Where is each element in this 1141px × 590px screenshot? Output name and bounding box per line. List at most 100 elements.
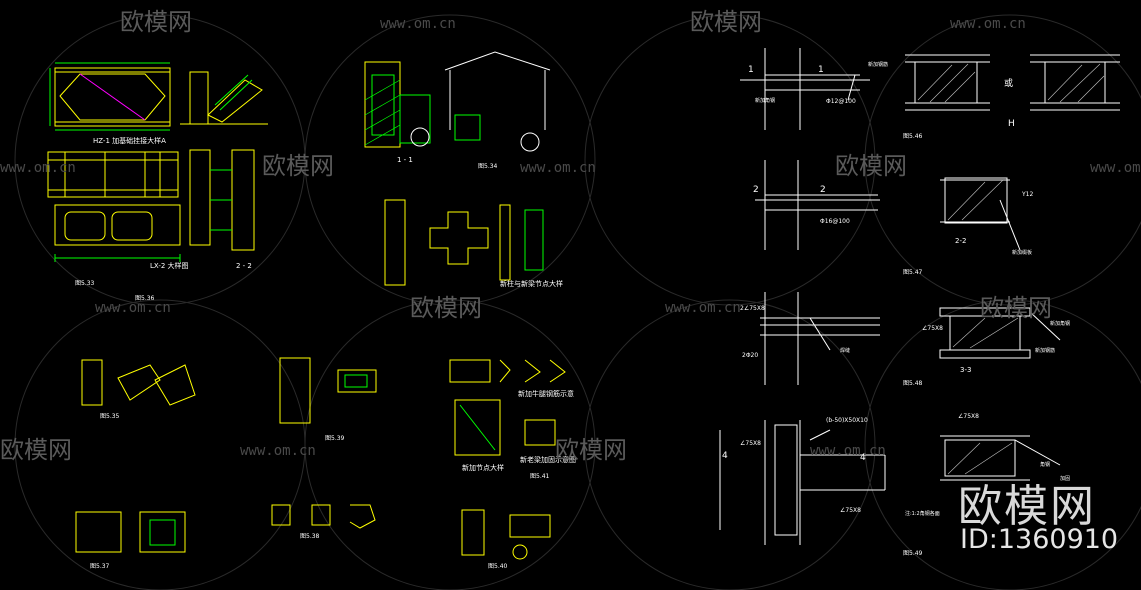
watermark-circles bbox=[14, 14, 1141, 590]
detail-549-sec bbox=[940, 435, 1061, 481]
watermark-brand: 欧模网 bbox=[410, 294, 482, 322]
watermark-url: www.om.cn bbox=[240, 443, 316, 459]
sec-mark-9: 4 bbox=[860, 453, 866, 463]
right-fig-1: 图5.47 bbox=[903, 269, 923, 276]
detail-fig541 bbox=[449, 359, 566, 456]
detail-fig537 bbox=[75, 511, 186, 553]
right-note-5: 焊缝 bbox=[840, 347, 850, 354]
right-note-8: 注:1:2角钢各面 bbox=[905, 510, 940, 517]
detail-547-elev bbox=[755, 160, 880, 250]
watermark-url: www.om.cn bbox=[0, 160, 76, 176]
detail-cross-joint bbox=[384, 199, 544, 286]
left-title-0: HZ-1 加基础挂接大样A bbox=[93, 136, 166, 145]
watermark-url: www.om.cn bbox=[665, 300, 741, 316]
detail-546-elev bbox=[740, 48, 870, 130]
detail-fig535 bbox=[81, 359, 196, 406]
detail-548-sec bbox=[939, 307, 1061, 359]
right-dim-2: Y12 bbox=[1021, 191, 1033, 198]
right-note-0: 新加钢筋 bbox=[868, 61, 888, 68]
detail-546-sec-b bbox=[1030, 54, 1120, 111]
sec-mark-4: 2-2 bbox=[955, 237, 966, 245]
left-title-4: 新柱与新梁节点大样 bbox=[500, 279, 563, 288]
right-note-2: 新加缀板 bbox=[1012, 249, 1032, 256]
detail-547-sec bbox=[940, 177, 1021, 251]
right-dim-4: ∠75X8 bbox=[922, 325, 943, 332]
left-sheet-labels: HZ-1 加基础挂接大样A LX-2 大样图 2 - 2 1 - 1 新柱与新梁… bbox=[75, 136, 576, 570]
detail-lx2-elev bbox=[47, 151, 181, 246]
left-title-5: 新加牛腿钢筋示意 bbox=[518, 389, 574, 398]
left-fig-7: 图5.40 bbox=[488, 563, 508, 570]
left-fig-4: 图5.37 bbox=[90, 563, 110, 570]
right-note-1: 新加角钢 bbox=[755, 97, 775, 104]
right-note-7: 加固 bbox=[1060, 475, 1070, 482]
watermark-url: www.om.cn bbox=[520, 160, 596, 176]
left-title-2: 2 - 2 bbox=[236, 262, 252, 270]
watermark-brand: 欧模网 bbox=[980, 294, 1052, 322]
right-dim-0: Φ12@100 bbox=[826, 98, 856, 105]
sec-mark-2: 2 bbox=[753, 185, 759, 195]
hatch-roof-column bbox=[364, 79, 401, 146]
left-fig-5: 图5.38 bbox=[300, 533, 320, 540]
right-note-6: 角钢 bbox=[1040, 461, 1050, 468]
watermark-brand: 欧模网 bbox=[835, 152, 907, 180]
detail-fig538 bbox=[271, 504, 376, 529]
left-title-1: LX-2 大样图 bbox=[150, 261, 189, 270]
left-title-3: 1 - 1 bbox=[397, 156, 413, 164]
left-title-6: 新加节点大样 bbox=[462, 463, 504, 472]
watermark-url: www.om.cn bbox=[1090, 160, 1141, 176]
detail-546-sec-a bbox=[905, 54, 990, 111]
right-sheet: 1 1 2 2 2-2 H 或 3-3 4 4 图5.46 图5.47 图5.4… bbox=[719, 48, 1120, 557]
left-fig-3: 图5.36 bbox=[135, 295, 155, 302]
sec-mark-8: 4 bbox=[722, 451, 728, 461]
right-dim-7: ∠75X8 bbox=[740, 440, 761, 447]
sec-mark-7: 3-3 bbox=[960, 366, 971, 374]
detail-548-elev bbox=[760, 292, 880, 385]
detail-plan-frame bbox=[54, 67, 171, 127]
watermark-url: www.om.cn bbox=[810, 443, 886, 459]
right-dim-6: (b-50)X50X10 bbox=[826, 417, 868, 424]
sec-mark-1: 1 bbox=[818, 65, 824, 75]
left-sheet: HZ-1 加基础挂接大样A LX-2 大样图 2 - 2 1 - 1 新柱与新梁… bbox=[47, 51, 576, 570]
detail-549-elev bbox=[719, 420, 886, 545]
left-fig-6: 图5.39 bbox=[325, 435, 345, 442]
left-fig-0: 图5.33 bbox=[75, 280, 95, 287]
detail-fig540 bbox=[461, 509, 551, 560]
sec-mark-3: 2 bbox=[820, 185, 826, 195]
detail-hz1 bbox=[180, 71, 268, 125]
right-dim-8: ∠75X8 bbox=[840, 507, 861, 514]
right-sheet-labels: 1 1 2 2 2-2 H 或 3-3 4 4 图5.46 图5.47 图5.4… bbox=[722, 61, 1070, 557]
detail-plan-dims bbox=[49, 62, 170, 131]
right-fig-0: 图5.46 bbox=[903, 133, 923, 140]
stamp-id: ID:1360910 bbox=[960, 524, 1119, 555]
left-fig-1: 图5.34 bbox=[478, 163, 498, 170]
watermark-url: www.om.cn bbox=[380, 16, 456, 32]
watermark-url: www.om.cn bbox=[950, 16, 1026, 32]
sec-mark-0: 1 bbox=[748, 65, 754, 75]
watermark-layer: 欧模网 www.om.cn 欧模网 www.om.cn www.om.cn 欧模… bbox=[0, 8, 1141, 464]
sec-mark-6: 或 bbox=[1004, 77, 1013, 89]
right-note-3: 新加角钢 bbox=[1050, 320, 1070, 327]
detail-fig539 bbox=[279, 357, 377, 424]
watermark-brand: 欧模网 bbox=[262, 152, 334, 180]
sec-mark-5: H bbox=[1008, 119, 1015, 129]
right-dim-5: 2Φ20 bbox=[742, 352, 758, 359]
hatch-patches bbox=[917, 63, 1105, 475]
watermark-brand: 欧模网 bbox=[0, 436, 72, 464]
right-note-4: 新加钢筋 bbox=[1035, 347, 1055, 354]
detail-lx2-dims bbox=[54, 254, 181, 262]
right-fig-3: 图5.49 bbox=[903, 550, 923, 557]
right-dim-1: Φ16@100 bbox=[820, 218, 850, 225]
right-fig-2: 图5.48 bbox=[903, 380, 923, 387]
left-fig-2: 图5.35 bbox=[100, 413, 120, 420]
watermark-brand: 欧模网 bbox=[555, 436, 627, 464]
detail-column-section bbox=[189, 149, 255, 251]
detail-roof-column bbox=[364, 51, 551, 152]
stamp-brand: 欧模网 bbox=[958, 481, 1096, 532]
left-fig-8: 图5.41 bbox=[530, 473, 550, 480]
watermark-url: www.om.cn bbox=[95, 300, 171, 316]
left-title-7: 新老梁加固示意图 bbox=[520, 455, 576, 464]
watermark-brand: 欧模网 bbox=[120, 8, 192, 36]
right-dim-3: 2∠75X8 bbox=[740, 305, 765, 312]
right-dim-9: ∠75X8 bbox=[958, 413, 979, 420]
